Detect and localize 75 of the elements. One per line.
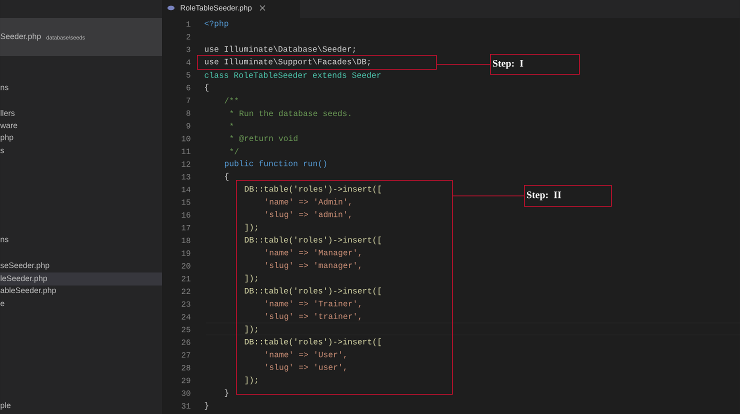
code-line: * Run the database seeds.: [230, 110, 350, 116]
step-label-box: Step: I: [490, 54, 580, 75]
line-number: 20: [182, 263, 190, 269]
line-number: 3: [186, 46, 190, 52]
line-number: 25: [182, 326, 190, 332]
line-number: 7: [186, 98, 190, 103]
line-number: 13: [182, 174, 190, 180]
line-number: 24: [182, 314, 190, 320]
line-number: 2: [186, 34, 190, 40]
file-name: seSeeder.php: [0, 262, 50, 270]
code-line: use Illuminate\Support\Facades\DB;: [204, 58, 370, 66]
code-line: 'name' => 'Manager',: [266, 249, 360, 257]
file-name: ple: [0, 402, 11, 410]
line-number: 31: [182, 403, 190, 409]
line-number: 10: [182, 136, 190, 142]
line-number: 11: [182, 148, 190, 154]
code-line: }: [224, 389, 228, 397]
file-name: ns: [0, 238, 8, 242]
line-number: 8: [186, 110, 190, 116]
highlight-box: [236, 180, 453, 395]
leader-line: [436, 64, 490, 65]
code-line: *: [230, 122, 234, 126]
code-line: 'slug' => 'manager',: [266, 262, 360, 270]
line-number: 16: [182, 212, 190, 218]
line-number: 1: [186, 21, 190, 27]
code-line: DB::table('roles')->insert([: [244, 338, 381, 346]
code-line: public function run(): [224, 160, 326, 168]
code-line: 'name' => 'Trainer',: [266, 300, 360, 308]
file-name: s: [0, 148, 4, 154]
code-line: /**: [224, 97, 238, 104]
code-line: 'slug' => 'admin',: [266, 211, 351, 219]
code-line: 'name' => 'User',: [266, 351, 346, 359]
code-line: */: [230, 148, 239, 154]
line-number: 28: [182, 365, 190, 370]
line-number: 9: [186, 123, 190, 129]
line-number: 27: [182, 352, 190, 358]
line-number: 12: [182, 161, 190, 167]
code-line: ]);: [245, 326, 258, 334]
line-number: 19: [182, 250, 190, 256]
code-line: {: [205, 84, 208, 92]
code-line: 'slug' => 'trainer',: [266, 312, 360, 321]
line-number: 18: [182, 238, 190, 244]
code-line: <?php: [204, 20, 228, 28]
code-line: 'name' => 'Admin',: [266, 198, 351, 206]
line-number: 26: [182, 340, 190, 345]
file-name: llers: [0, 110, 15, 116]
code-line: ]);: [245, 376, 258, 384]
code-line: }: [204, 402, 208, 410]
code-line: DB::table('roles')->insert([: [244, 186, 381, 194]
code-line: DB::table('roles')->insert([: [244, 236, 381, 244]
line-number: 5: [186, 72, 190, 78]
code-line: ]);: [245, 224, 258, 232]
step-label-box: Step: II: [524, 185, 612, 207]
file-name: ns: [0, 86, 8, 90]
file-name: ableSeeder.php: [0, 287, 56, 295]
line-number: 21: [182, 276, 190, 282]
file-name: e: [0, 302, 4, 306]
code-line: * @return void: [230, 135, 298, 142]
file-name: php: [0, 134, 14, 142]
code-line: 'slug' => 'user',: [266, 364, 346, 372]
file-name: ware: [0, 124, 18, 128]
line-number: 22: [182, 288, 190, 294]
line-number: 15: [182, 200, 190, 205]
line-number: 23: [182, 301, 190, 307]
line-number: 14: [182, 186, 190, 192]
code-line: {: [225, 172, 228, 181]
highlight-box: [197, 55, 437, 70]
line-number: 29: [182, 378, 190, 384]
code-line: DB::table('roles')->insert([: [244, 288, 381, 296]
line-number: 6: [186, 84, 190, 90]
line-number: 30: [182, 390, 190, 396]
file-name: leSeeder.php: [0, 275, 47, 283]
file-name: Seeder.php: [0, 33, 41, 41]
line-number: 17: [182, 225, 190, 230]
code-line: ]);: [245, 274, 258, 282]
